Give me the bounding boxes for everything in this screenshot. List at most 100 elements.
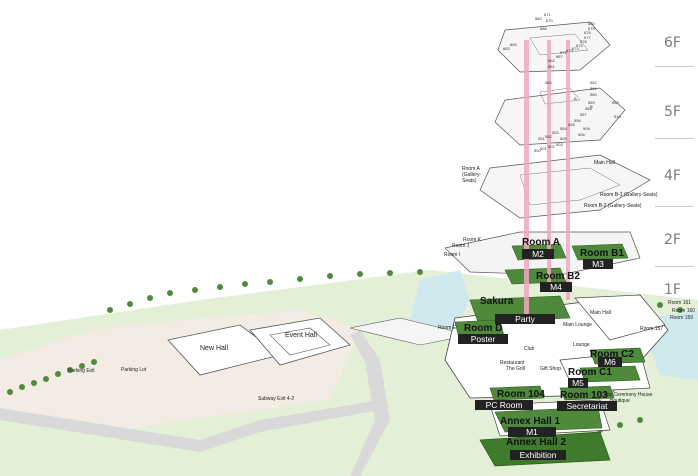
path [350,330,390,476]
room-number: 667 [556,54,563,59]
venue-room-d-name: Room D [464,323,503,334]
room-number: 558 [585,106,592,111]
room-number: 503 [556,142,563,147]
room-e-label: Room E [438,325,457,331]
venue-annex-hall-1-name: Annex Hall 1 [500,416,561,427]
restaurant-label: Restaurant [500,360,525,366]
floor-divider [655,138,693,139]
room-number: A [574,96,577,101]
room-number: 557 [580,112,587,117]
floor4-main-hall-label: Main Hall [594,160,615,166]
venue-room-104-tag: PC Room [475,400,533,410]
room-number: 678 [584,30,591,35]
room-160-label: Room 160 [672,308,696,314]
room-number: 501 [540,146,547,151]
room-104-floor [489,385,545,401]
floor-label-5f: 5F [664,104,681,120]
room-number: 556 [574,118,581,123]
gift-shop-label: Gift Shop [540,366,561,372]
floor-divider [655,206,693,207]
venue-sakura-name: Sakura [480,296,514,307]
room-number: 551 [538,136,545,141]
room-number: 509 [583,126,590,131]
tree-row [7,269,683,433]
event-hall-inner [269,327,331,356]
venue-room-d-tag: Poster [458,334,508,344]
event-hall-building [249,317,351,366]
room-number: 584 [545,80,552,85]
room-number: 677 [584,35,591,40]
club-label: Club [524,346,535,352]
room-number: 670 [546,18,553,23]
room-number: 671 [544,12,551,17]
room-number: 674 [572,46,579,51]
floor-label-6f: 6F [664,35,681,51]
room-number: 673 [566,48,573,53]
venue-room-c1-name: Room C1 [568,367,612,378]
room-number: 500 [534,148,541,153]
floor-divider [655,266,693,267]
room-number: 560 [590,92,597,97]
room-number: 505 [560,136,567,141]
room-number: 676 [580,39,587,44]
venue-room-103-tag: Secretariat [557,401,617,411]
floor4-room-b2-label: Room B-2 (Gallery-Seats) [584,203,642,209]
room-159-label: Room 159 [670,315,694,321]
bistro-label: Boutique [610,398,630,404]
floor2-room-j-label: Room J [452,243,470,249]
floor4-room-b1-label: Room B-1 (Gallery-Seats) [600,192,658,198]
floor6-room-numbers: 6806796786776766756746736726716706656636… [503,12,595,69]
lounge-label: Lounge [573,342,590,348]
main-hall-block [574,294,666,341]
venue-room-b2-name: Room B2 [536,271,580,282]
floor-6f-inner [529,33,589,56]
room-number: 553 [552,130,559,135]
room-number: 555 [568,122,575,127]
room-number: 562 [590,80,597,85]
room-number: 661 [548,64,555,69]
venue-room-a-name: Room A [522,237,560,248]
the-grill-label: The Grill [506,366,525,372]
venue-room-a-tag: M2 [522,249,554,259]
room-number: 552 [545,134,552,139]
floor-label-4f: 4F [664,168,681,184]
floor4-room-a-label: Room A (Gallery-Seats) [462,166,482,184]
main-hall-label: Main Hall [590,310,611,316]
tea-house-label: Tea Ceremony House [604,392,653,398]
room-number: 663 [503,46,510,51]
room-157-label: Room 157 [640,326,664,332]
floor-4f-plate [479,154,651,219]
floor-5f-inner [539,87,581,105]
venue-room-103-name: Room 103 [560,390,608,401]
room-number: 559 [588,100,595,105]
parking-lot-label: Parking Lot [121,367,147,373]
venue-sakura-tag: Party [495,314,555,324]
floor-divider [655,66,693,67]
floor-label-2f: 2F [664,232,681,248]
elevator-shaft-mid [547,40,551,290]
room-number: 675 [576,43,583,48]
new-hall-label: New Hall [200,345,229,352]
venue-room-c1-tag: M5 [568,378,588,388]
event-hall-label: Event Hall [285,332,317,339]
road [0,400,380,452]
room-b1-floor [571,243,629,261]
elevator-shaft-right [566,40,570,300]
venue-annex-hall-2-tag: Exhibition [510,450,566,460]
parking-exit-label: Parking Exit [68,368,95,374]
room-number: 660 [535,16,542,21]
room-number: 662 [548,58,555,63]
room-number: 686 [540,26,547,31]
room-103-floor [559,385,615,401]
room-number: 510 [614,114,621,119]
venue-room-104-name: Room 104 [497,389,545,400]
room-number: 502 [548,144,555,149]
room-number: 679 [588,26,595,31]
venue-annex-hall-1-tag: M1 [508,427,556,437]
room-number: 680 [588,21,595,26]
room-number: 550 [612,100,619,105]
venue-room-b1-name: Room B1 [580,248,624,259]
floor2-room-i-label: Room I [444,252,461,258]
room-number: 506 [578,132,585,137]
